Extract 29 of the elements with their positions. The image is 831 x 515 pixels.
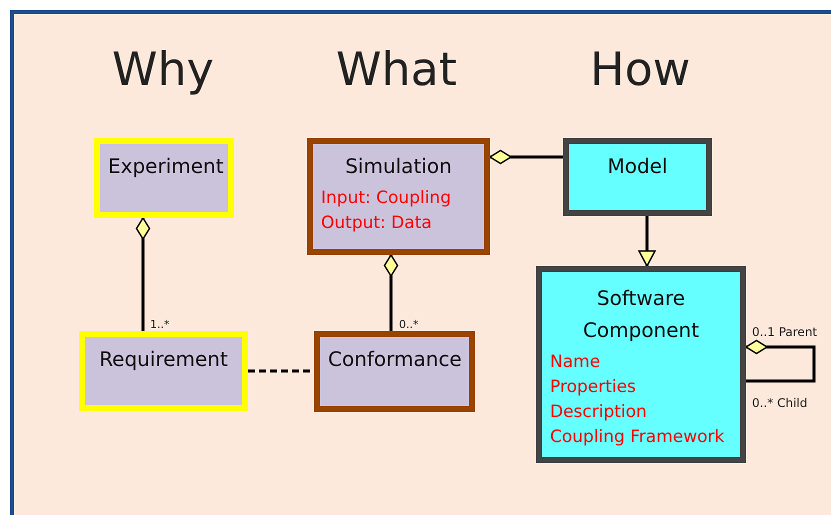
aggregation-line: [384, 254, 398, 331]
generalization-arrow: [638, 216, 656, 267]
attribute-text: Coupling Framework: [550, 427, 726, 447]
attribute-text: Output: Data: [321, 213, 433, 233]
class-box: [307, 138, 490, 255]
attribute-text: Name: [550, 352, 602, 372]
class-box: [314, 331, 475, 412]
column-heading: Why: [112, 42, 214, 96]
class-name: Software Component: [582, 285, 700, 344]
class-name: Model: [606, 154, 669, 178]
class-box: [536, 266, 746, 463]
attribute-text: Input: Coupling: [321, 188, 452, 208]
class-box: [563, 138, 712, 216]
role-label: 0..* Child: [752, 396, 808, 410]
class-box: [94, 138, 234, 218]
aggregation-line: [745, 340, 816, 382]
multiplicity-label: 1..*: [150, 318, 170, 331]
column-heading: How: [590, 42, 690, 96]
column-heading: What: [336, 42, 457, 96]
attribute-text: Properties: [550, 377, 637, 397]
class-name: Simulation: [344, 154, 453, 178]
aggregation-line: [136, 217, 150, 331]
class-name: Requirement: [98, 347, 229, 371]
multiplicity-label: 0..*: [399, 318, 418, 331]
attribute-text: Description: [550, 402, 648, 422]
class-box: [79, 331, 248, 411]
role-label: 0..1 Parent: [752, 325, 818, 339]
class-name: Conformance: [328, 347, 461, 371]
aggregation-line: [489, 150, 563, 164]
